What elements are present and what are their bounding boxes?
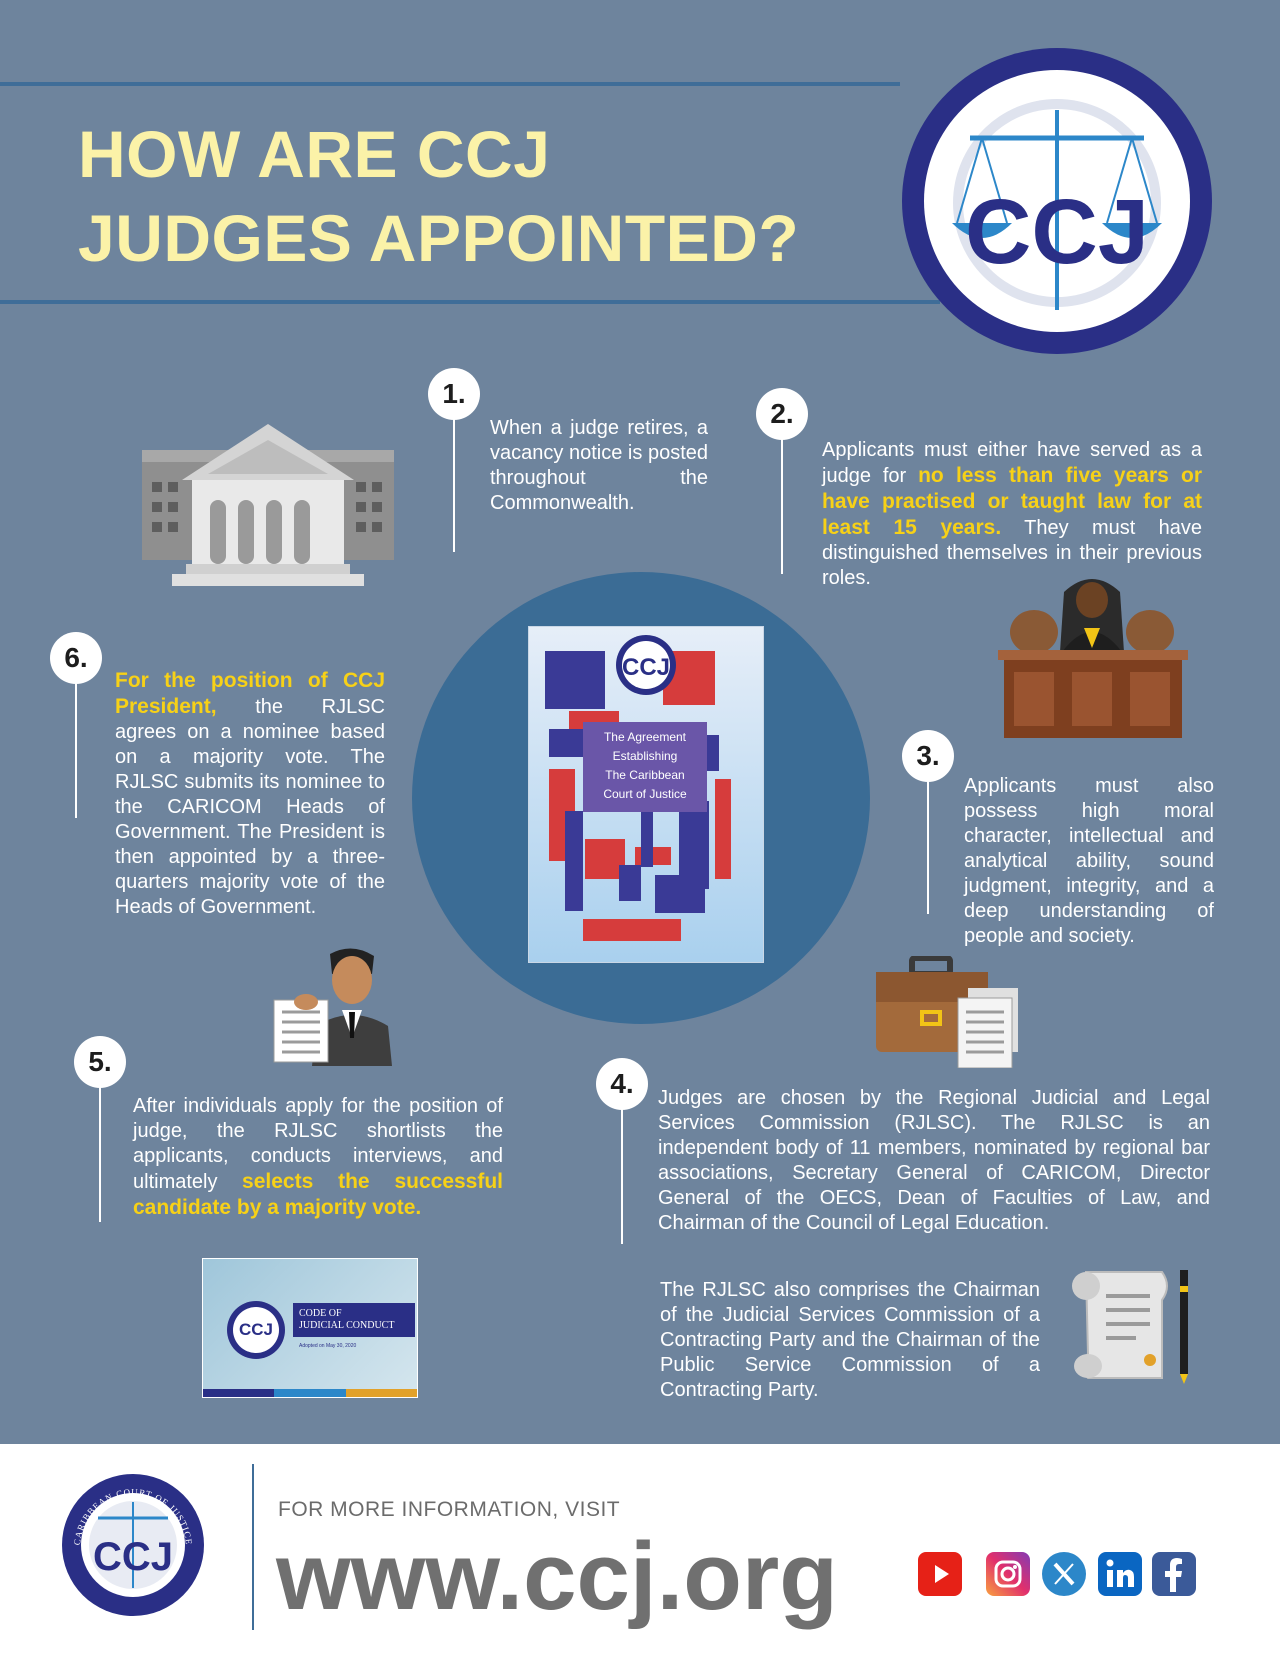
seal-monogram: CCJ xyxy=(965,181,1149,283)
step-6-text: For the position of CCJ President, the R… xyxy=(115,669,385,918)
code-seal-monogram: CCJ xyxy=(233,1307,279,1353)
seal-artwork: CARIBBEAN COURT OF JUSTICE CCJ xyxy=(927,77,1185,321)
instagram-icon[interactable] xyxy=(986,1552,1030,1596)
judge-icon xyxy=(998,579,1188,738)
agreement-title: The Agreement Establishing The Caribbean… xyxy=(583,722,707,812)
courthouse-icon xyxy=(142,424,394,586)
step-4-text-continued: The RJLSC also comprises the Chairman of… xyxy=(660,1279,1040,1401)
agreement-cover-art: CCJ xyxy=(545,635,731,941)
step-2-number: 2. xyxy=(756,388,808,440)
scroll-icon xyxy=(1072,1270,1188,1384)
step-3-number: 3. xyxy=(902,730,954,782)
step-4-number: 4. xyxy=(596,1058,648,1110)
youtube-icon[interactable] xyxy=(918,1552,962,1596)
svg-text:CCJ: CCJ xyxy=(622,654,670,681)
linkedin-icon[interactable] xyxy=(1098,1552,1142,1596)
step-5-text: After individuals apply for the position… xyxy=(133,1095,504,1219)
facebook-icon[interactable] xyxy=(1152,1552,1196,1596)
step-1-connector xyxy=(453,418,455,552)
title-bottom-rule xyxy=(0,300,940,304)
title-line-1: HOW ARE CCJ xyxy=(78,117,551,191)
x-icon[interactable] xyxy=(1042,1552,1086,1596)
page-title: HOW ARE CCJ JUDGES APPOINTED? xyxy=(78,112,858,280)
step-6-number: 6. xyxy=(50,632,102,684)
ccj-seal: CARIBBEAN COURT OF JUSTICE CCJ xyxy=(902,48,1212,354)
agreement-document: CCJ The Agreement Establishing The Carib… xyxy=(528,626,764,963)
footer-seal-artwork: CARIBBEAN COURT OF JUSTICE CCJ xyxy=(72,1487,193,1597)
step-2-text: Applicants must either have served as a … xyxy=(822,439,1203,589)
title-top-rule xyxy=(0,82,900,86)
step-6-highlight: For the position of CCJ President, xyxy=(115,669,385,718)
briefcase-icon xyxy=(876,956,1018,1068)
step-5-highlight: selects the successful candidate by a ma… xyxy=(133,1170,504,1219)
svg-text:CCJ: CCJ xyxy=(93,1535,173,1579)
step-4-text: Judges are chosen by the Regional Judici… xyxy=(658,1087,1210,1234)
footer: CARIBBEAN COURT OF JUSTICE CCJ FOR MORE … xyxy=(0,1444,1280,1656)
step-2-connector xyxy=(781,438,783,574)
businessman-icon xyxy=(273,948,392,1066)
step-4-connector xyxy=(621,1108,623,1244)
step-2-highlight: no less than five years or have practise… xyxy=(822,464,1202,539)
code-subtitle: Adopted on May 30, 2020 xyxy=(299,1343,357,1349)
step-5-connector xyxy=(99,1086,101,1222)
step-3-connector xyxy=(927,780,929,914)
footer-seal: CARIBBEAN COURT OF JUSTICE CCJ xyxy=(62,1474,204,1616)
code-title: CODE OF JUDICIAL CONDUCT xyxy=(293,1303,415,1337)
title-line-2: JUDGES APPOINTED? xyxy=(78,201,800,275)
step-3-text: Applicants must also possess high moral … xyxy=(964,775,1214,947)
step-6-connector xyxy=(75,682,77,818)
step-5-number: 5. xyxy=(74,1036,126,1088)
step-1-text: When a judge retires, a vacancy notice i… xyxy=(490,417,708,514)
code-of-conduct-document: CCJ CODE OF JUDICIAL CONDUCT Adopted on … xyxy=(202,1258,418,1398)
footer-divider xyxy=(252,1464,254,1630)
step-1-number: 1. xyxy=(428,368,480,420)
website-link[interactable]: www.ccj.org xyxy=(276,1523,838,1630)
footer-info-text: FOR MORE INFORMATION, VISIT xyxy=(278,1498,621,1521)
